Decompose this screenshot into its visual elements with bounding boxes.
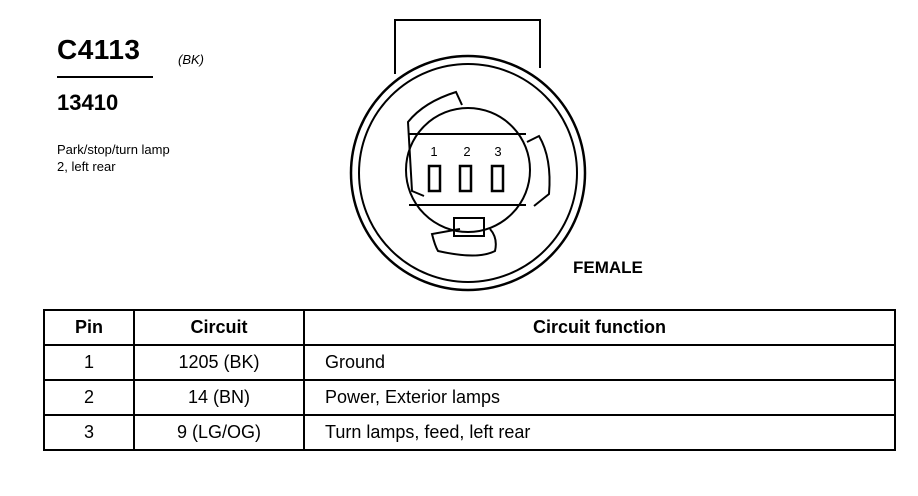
header-circuit: Circuit (133, 309, 305, 346)
header-pin: Pin (43, 309, 135, 346)
connector-id: C4113 (57, 34, 141, 65)
connector-top-tab (394, 19, 541, 74)
description-line-1: Park/stop/turn lamp (57, 142, 170, 157)
key-ear-right (526, 134, 551, 207)
pin-table-header-row: Pin Circuit Circuit function (43, 309, 896, 346)
key-ear-left (406, 90, 463, 197)
function-cell: Ground (303, 344, 896, 381)
connector-description: Park/stop/turn lamp 2, left rear (57, 141, 170, 175)
table-row: 2 14 (BN) Power, Exterior lamps (43, 379, 896, 416)
title-underline (57, 76, 153, 78)
key-ear-bottom (430, 228, 497, 257)
cavity-number-2: 2 (463, 144, 470, 159)
pin-cell: 3 (43, 414, 135, 451)
table-row: 3 9 (LG/OG) Turn lamps, feed, left rear (43, 414, 896, 451)
connector-inner-ring (358, 63, 578, 283)
function-cell: Turn lamps, feed, left rear (303, 414, 896, 451)
pin-cell: 2 (43, 379, 135, 416)
pin-table: Pin Circuit Circuit function 1 1205 (BK)… (43, 309, 896, 451)
circuit-cell: 1205 (BK) (133, 344, 305, 381)
pin-cavity-1 (427, 164, 442, 193)
connector-gender-label: FEMALE (573, 258, 643, 277)
header-circuit-function: Circuit function (303, 309, 896, 346)
table-row: 1 1205 (BK) Ground (43, 344, 896, 381)
function-cell: Power, Exterior lamps (303, 379, 896, 416)
pin-cell: 1 (43, 344, 135, 381)
connector-color-code: (BK) (178, 52, 204, 67)
description-line-2: 2, left rear (57, 159, 116, 174)
connector-face-diagram: 1 2 3 (349, 19, 587, 292)
connector-outer-ring (349, 54, 587, 292)
connector-body (405, 107, 531, 233)
circuit-cell: 9 (LG/OG) (133, 414, 305, 451)
circuit-cell: 14 (BN) (133, 379, 305, 416)
pin-cavity-3 (490, 164, 505, 193)
latch-tab (453, 217, 485, 237)
cavity-number-3: 3 (494, 144, 501, 159)
part-number: 13410 (57, 90, 119, 115)
cavity-number-1: 1 (430, 144, 437, 159)
pin-cavity-2 (458, 164, 473, 193)
